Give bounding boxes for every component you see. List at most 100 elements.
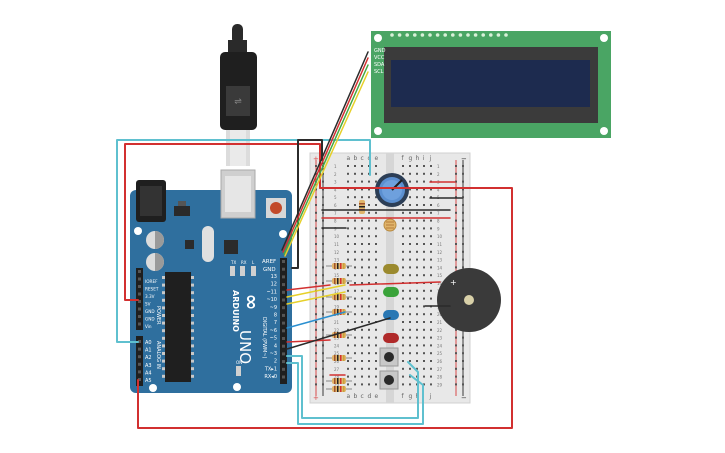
row-number: 8 xyxy=(437,219,440,224)
row-number: 4 xyxy=(334,187,337,192)
resistor[interactable] xyxy=(326,263,352,269)
rail-plus-label: + xyxy=(313,155,319,163)
column-label-top: f xyxy=(402,155,405,162)
column-label-bottom: g xyxy=(409,393,413,400)
analog-pin-label: A3 xyxy=(145,363,152,369)
row-number: 27 xyxy=(437,367,443,372)
on-label: ON xyxy=(236,360,242,365)
resistor[interactable] xyxy=(326,294,352,300)
gnd-label: GND xyxy=(263,267,276,273)
arduino-logo-icon: ∞ xyxy=(240,294,264,311)
resistor-vertical[interactable] xyxy=(359,200,365,214)
row-number: 13 xyxy=(437,258,443,263)
row-number: 28 xyxy=(437,375,443,380)
row-number: 11 xyxy=(334,242,340,247)
resistor[interactable] xyxy=(326,309,352,315)
column-label-bottom: a xyxy=(347,393,351,400)
resistor[interactable] xyxy=(326,278,352,284)
resistor-array[interactable] xyxy=(326,200,365,392)
lcd-pin-gnd[interactable]: GND xyxy=(374,48,386,54)
reset-button[interactable] xyxy=(270,202,282,214)
resistor[interactable] xyxy=(326,332,352,338)
digital-pin-label: ~10 xyxy=(266,297,277,303)
row-number: 26 xyxy=(334,359,340,364)
digital-header[interactable] xyxy=(280,258,287,384)
column-label-top: a xyxy=(347,155,351,162)
pushbutton-1[interactable] xyxy=(379,347,399,367)
row-number: 4 xyxy=(437,187,440,192)
row-number: 22 xyxy=(334,328,340,333)
row-number: 2 xyxy=(437,172,440,177)
usb-cable[interactable]: ⇌ xyxy=(220,24,257,166)
lcd-pin-sda[interactable]: SDA xyxy=(374,62,385,68)
row-number: 1 xyxy=(437,164,440,169)
arduino-model-text: UNO xyxy=(236,330,254,364)
digital-pin-label: TX▸1 xyxy=(264,366,277,372)
led-green[interactable] xyxy=(383,287,399,297)
piezo-buzzer[interactable]: + xyxy=(437,268,501,332)
row-number: 21 xyxy=(334,320,340,325)
column-label-bottom: e xyxy=(375,393,379,400)
column-label-top: g xyxy=(409,155,413,162)
power-pin-label: 3.3V xyxy=(145,294,155,299)
row-number: 25 xyxy=(334,351,340,356)
row-number: 8 xyxy=(334,219,337,224)
digital-pin-label: 4 xyxy=(274,343,277,349)
analog-pin-label: A0 xyxy=(145,340,152,346)
power-pin-label: GND xyxy=(145,317,155,322)
resistor[interactable] xyxy=(326,378,352,384)
row-number: 29 xyxy=(437,382,443,387)
row-number: 24 xyxy=(437,343,443,348)
digital-pin-label: 8 xyxy=(274,313,277,319)
analog-pin-label: A4 xyxy=(145,370,152,376)
power-pin-label: GND xyxy=(145,309,155,314)
power-header[interactable] xyxy=(136,268,143,330)
digital-pin-label: 7 xyxy=(274,320,277,326)
led-red[interactable] xyxy=(383,333,399,343)
row-number: 16 xyxy=(437,281,443,286)
row-number: 2 xyxy=(334,172,337,177)
led-blue[interactable] xyxy=(383,310,399,320)
lcd-module[interactable]: GND VCC SDA SCL xyxy=(371,31,611,138)
digital-label: DIGITAL (PWM~) xyxy=(261,317,267,359)
analog-pin-label: A2 xyxy=(145,355,152,361)
tx-label: TX xyxy=(230,260,236,265)
buzzer-plus-label: + xyxy=(450,278,457,287)
lcd-screen xyxy=(391,60,590,107)
wires[interactable] xyxy=(116,51,513,429)
row-number: 28 xyxy=(334,375,340,380)
resistor[interactable] xyxy=(326,386,352,392)
row-number: 25 xyxy=(437,351,443,356)
lcd-pin-scl[interactable]: SCL xyxy=(374,69,384,75)
led-l-label: L xyxy=(252,260,255,265)
analog-header[interactable] xyxy=(136,336,143,386)
row-number: 12 xyxy=(334,250,340,255)
row-number: 12 xyxy=(437,250,443,255)
row-number: 24 xyxy=(334,343,340,348)
row-number: 26 xyxy=(437,359,443,364)
rx-label: RX xyxy=(241,260,247,265)
column-label-top: b xyxy=(354,155,358,162)
digital-pin-label: ~3 xyxy=(270,351,277,357)
row-number: 27 xyxy=(334,367,340,372)
row-number: 17 xyxy=(334,289,340,294)
column-label-top: h xyxy=(416,155,420,162)
row-number: 23 xyxy=(437,336,443,341)
photoresistor[interactable] xyxy=(383,218,397,232)
resistor[interactable] xyxy=(326,355,352,361)
power-pin-label: Vin xyxy=(145,324,152,329)
row-number: 22 xyxy=(437,328,443,333)
pushbutton-2[interactable] xyxy=(379,370,399,390)
row-number: 11 xyxy=(437,242,443,247)
lcd-pin-vcc[interactable]: VCC xyxy=(374,55,385,61)
arduino-uno-board[interactable]: TX RX L ON ∞ ARDUINO UNO AREF GND DIGITA… xyxy=(130,169,292,393)
row-number: 23 xyxy=(334,336,340,341)
row-number: 7 xyxy=(437,211,440,216)
row-number: 6 xyxy=(437,203,440,208)
column-label-bottom: b xyxy=(354,393,358,400)
led-olive[interactable] xyxy=(383,264,399,274)
potentiometer[interactable] xyxy=(375,173,409,207)
